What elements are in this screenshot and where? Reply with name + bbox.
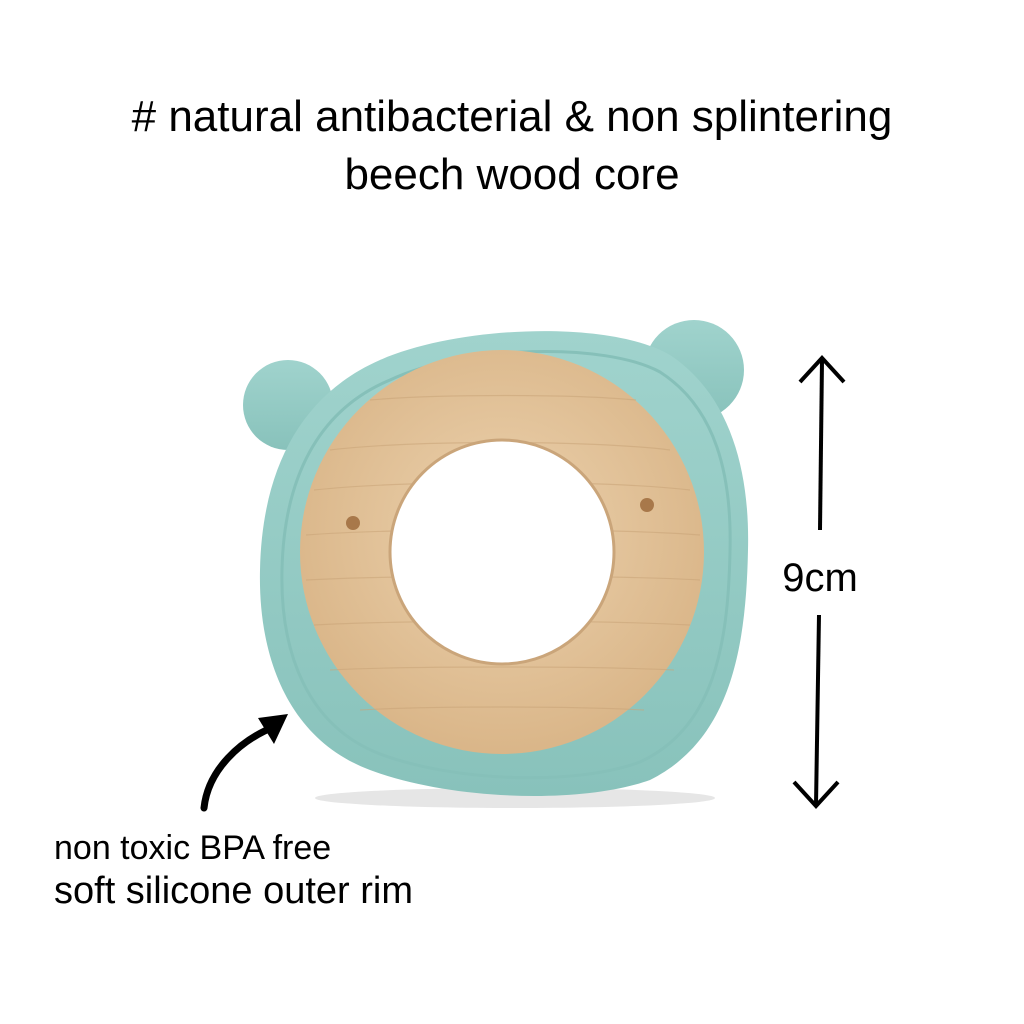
bear-teether-icon (243, 320, 749, 808)
product-shadow (315, 788, 715, 808)
headline-line-1: # natural antibacterial & non splinterin… (131, 92, 893, 141)
dimension-label: 9cm (782, 556, 858, 600)
curved-arrow-icon (200, 714, 288, 812)
headline-line-2: beech wood core (344, 150, 680, 199)
dimension-arrow-icon (792, 355, 846, 809)
caption-line-2: soft silicone outer rim (54, 870, 414, 912)
teether-hole-edge (388, 438, 616, 666)
silicone-rim-inner-edge (280, 349, 732, 780)
wood-dot-left (346, 516, 360, 530)
caption: non toxic BPA free soft silicone outer r… (54, 828, 654, 914)
headline: # natural antibacterial & non splinterin… (0, 88, 1024, 204)
wood-dot-right (640, 498, 654, 512)
caption-line-1: non toxic BPA free (54, 829, 332, 867)
teether-hole (390, 440, 614, 664)
